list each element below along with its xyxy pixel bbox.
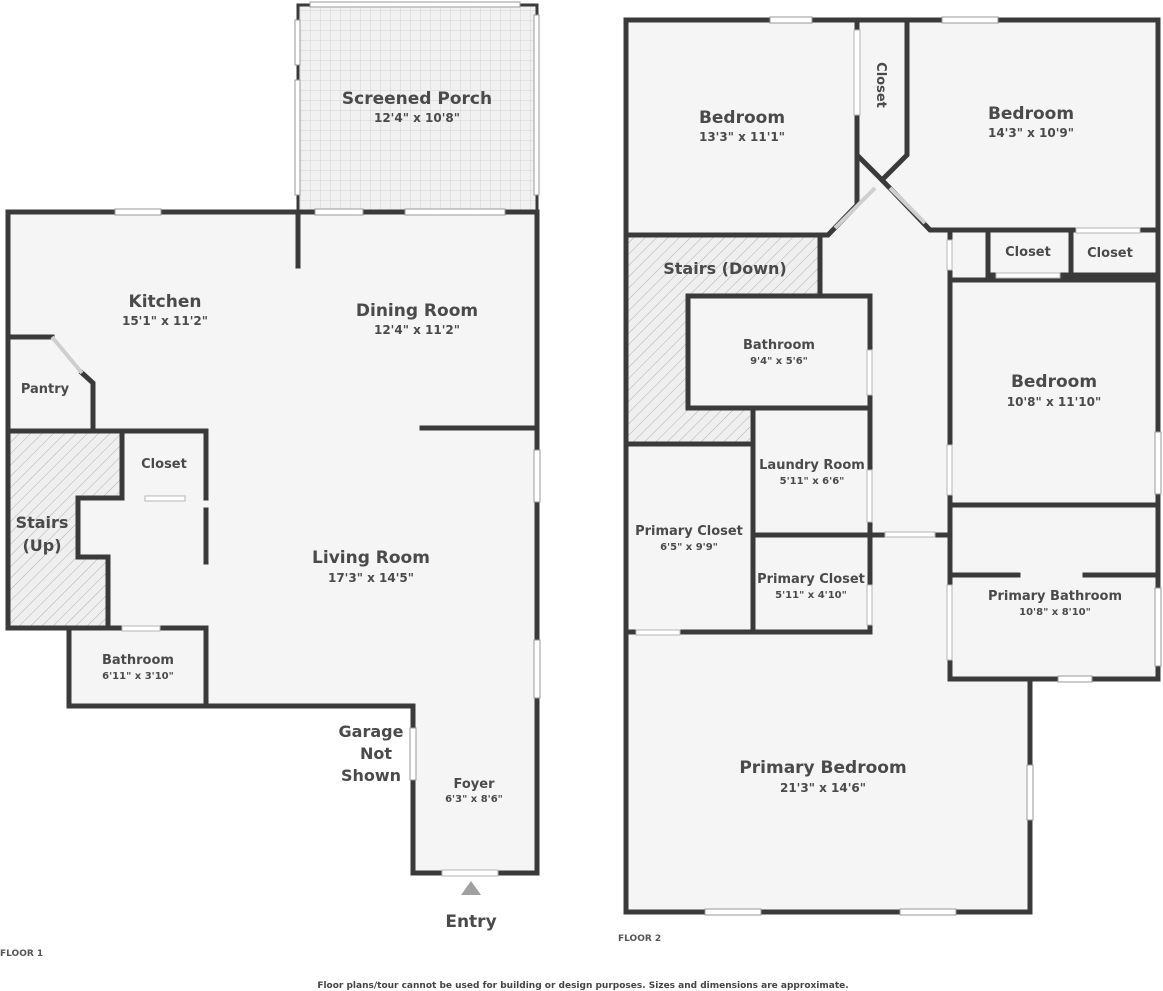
primary-bathroom-label: Primary Bathroom xyxy=(988,589,1122,604)
kitchen-dim: 15'1" x 11'2" xyxy=(122,314,208,328)
stairs-up-label-2: (Up) xyxy=(22,536,61,555)
bathroom-2-label: Bathroom xyxy=(743,338,815,353)
floor-2-caption: FLOOR 2 xyxy=(618,934,661,944)
pantry-label: Pantry xyxy=(21,382,70,397)
closet-label: Closet xyxy=(141,457,187,472)
dining-room-dim: 12'4" x 11'2" xyxy=(374,323,460,337)
screened-porch-dim: 12'4" x 10'8" xyxy=(374,111,460,125)
foyer-dim: 6'3" x 8'6" xyxy=(445,794,503,805)
laundry-room-label: Laundry Room xyxy=(759,458,865,473)
closet-top-label: Closet xyxy=(873,62,888,108)
primary-bedroom-label: Primary Bedroom xyxy=(739,758,906,778)
bedroom-nw-dim: 13'3" x 11'1" xyxy=(699,130,785,144)
bedroom-e-dim: 10'8" x 11'10" xyxy=(1007,395,1101,409)
garage-label-3: Shown xyxy=(341,766,401,785)
floor-2: Bedroom 13'3" x 11'1" Closet Bedroom 14'… xyxy=(618,16,1162,944)
screened-porch-floor xyxy=(298,5,537,212)
entry-label: Entry xyxy=(445,912,496,932)
primary-closet-1-label: Primary Closet xyxy=(635,524,743,539)
living-room-label: Living Room xyxy=(312,548,430,568)
screened-porch-label: Screened Porch xyxy=(342,89,492,109)
bathroom-1-dim: 6'11" x 3'10" xyxy=(102,671,174,682)
stairs-down-label: Stairs (Down) xyxy=(663,259,787,278)
bedroom-nw-label: Bedroom xyxy=(699,108,785,128)
bedroom-e-label: Bedroom xyxy=(1011,372,1097,392)
stairs-down-floor xyxy=(628,237,820,442)
stairs-up-label-1: Stairs xyxy=(16,513,69,532)
kitchen-label: Kitchen xyxy=(129,292,202,312)
primary-bedroom-dim: 21'3" x 14'6" xyxy=(780,781,866,795)
garage-label-2: Not xyxy=(360,744,392,763)
stairs-up-floor xyxy=(10,431,122,628)
closet-a-label: Closet xyxy=(1005,245,1051,260)
bedroom-ne-dim: 14'3" x 10'9" xyxy=(988,126,1074,140)
laundry-room-dim: 5'11" x 6'6" xyxy=(780,476,845,487)
primary-closet-1-dim: 6'5" x 9'9" xyxy=(660,542,718,553)
entry-arrow-icon xyxy=(461,881,481,895)
floor-2-fill xyxy=(626,20,1158,912)
bathroom-1-label: Bathroom xyxy=(102,653,174,668)
primary-closet-2-label: Primary Closet xyxy=(757,572,865,587)
living-room-dim: 17'3" x 14'5" xyxy=(328,571,414,585)
primary-closet-2-dim: 5'11" x 4'10" xyxy=(775,590,847,601)
floor-1: Screened Porch 12'4" x 10'8" Kitchen 15'… xyxy=(0,1,541,959)
dining-room-label: Dining Room xyxy=(356,301,478,321)
bathroom-2-dim: 9'4" x 5'6" xyxy=(750,356,808,367)
closet-b-label: Closet xyxy=(1087,246,1133,261)
bedroom-ne-label: Bedroom xyxy=(988,104,1074,124)
disclaimer: Floor plans/tour cannot be used for buil… xyxy=(317,981,848,991)
foyer-label: Foyer xyxy=(454,777,496,792)
floor-1-caption: FLOOR 1 xyxy=(0,949,43,959)
primary-bathroom-dim: 10'8" x 8'10" xyxy=(1019,607,1091,618)
floor-1-fill xyxy=(8,212,537,873)
garage-label-1: Garage xyxy=(339,722,404,741)
